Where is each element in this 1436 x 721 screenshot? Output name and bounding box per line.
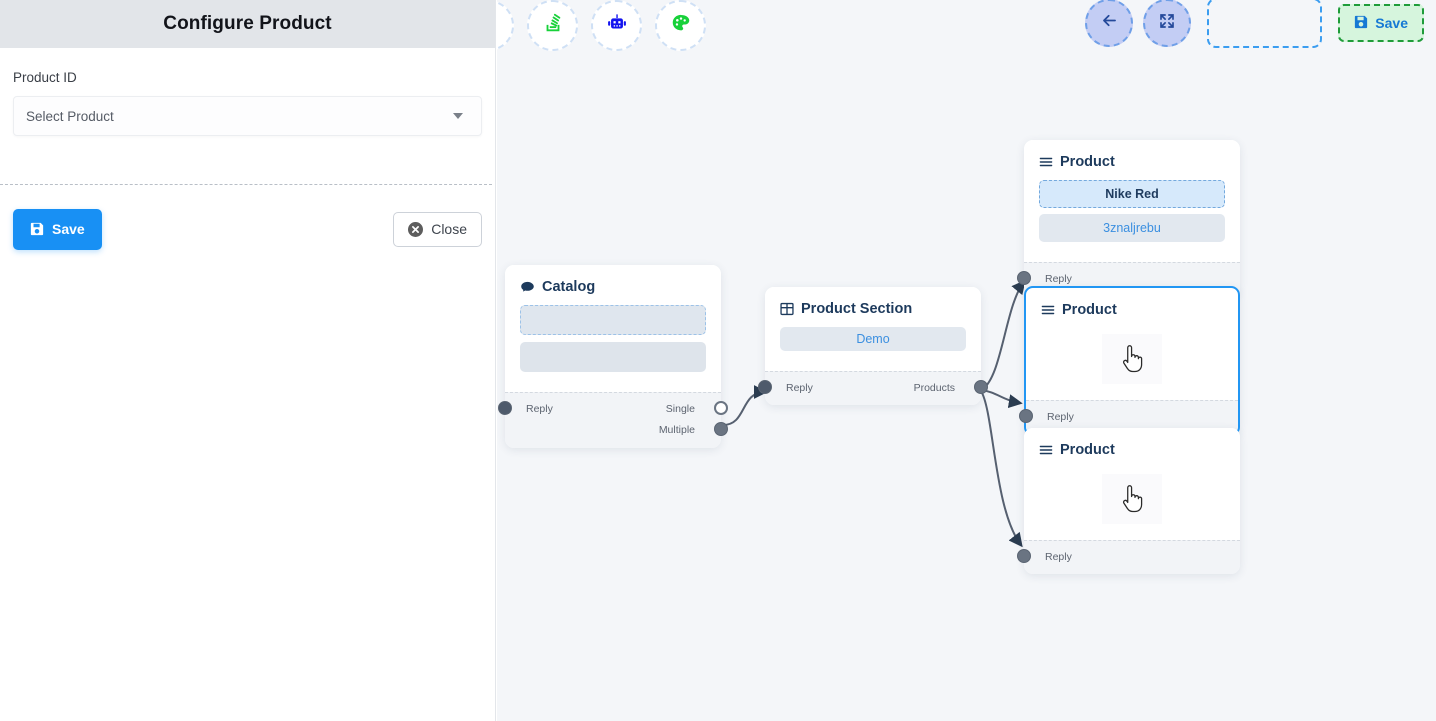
panel-actions: Save Close	[0, 199, 495, 259]
save-button-label: Save	[52, 221, 85, 237]
node-product-1-body: Nike Red 3znaljrebu	[1024, 178, 1240, 262]
stack-green-icon	[542, 12, 564, 39]
panel-header: Configure Product	[0, 0, 495, 48]
port-label-products: Products	[913, 382, 955, 394]
floppy-disk-icon	[1354, 15, 1368, 32]
comment-icon	[520, 280, 535, 295]
page-title: Configure Product	[163, 13, 332, 34]
node-product-2-header: Product	[1026, 288, 1238, 326]
port-out-single[interactable]	[714, 401, 728, 415]
list-bars-icon	[1041, 303, 1055, 317]
node-catalog-header: Catalog	[505, 265, 721, 303]
node-product-2-title: Product	[1062, 302, 1117, 318]
toolbar-partial-button[interactable]	[497, 0, 514, 51]
canvas-save-button[interactable]: Save	[1338, 4, 1424, 42]
edge-catalog-to-section	[722, 385, 768, 426]
node-product-section[interactable]: Product Section Demo Reply Products	[758, 287, 988, 405]
node-product-section-ports: Reply Products	[758, 371, 988, 405]
node-product-3-body	[1024, 466, 1240, 540]
product-id-select[interactable]: Select Product	[13, 96, 482, 136]
floppy-disk-icon	[30, 222, 44, 236]
toolbar-empty-slot[interactable]	[1207, 0, 1323, 48]
fullscreen-toggle-button[interactable]	[1143, 0, 1192, 47]
port-label-reply: Reply	[1047, 411, 1074, 423]
flow-canvas[interactable]: Save Catalog	[497, 0, 1436, 721]
toolbar-bot-button[interactable]	[591, 0, 642, 51]
product-id-select-value: Select Product	[26, 108, 114, 124]
node-product-3-header: Product	[1024, 428, 1240, 466]
node-product-1-header: Product	[1024, 140, 1240, 178]
node-product-1-title: Product	[1060, 154, 1115, 170]
canvas-save-label: Save	[1375, 15, 1408, 31]
arrow-left-icon	[1100, 11, 1119, 35]
edge-layer	[722, 279, 1026, 548]
canvas-toolbar-left	[497, 0, 706, 51]
port-label-single: Single	[665, 403, 695, 415]
edge-section-to-product-2	[980, 389, 1023, 409]
node-catalog-ports: Reply Single Multiple	[498, 392, 728, 448]
back-button[interactable]	[1085, 0, 1134, 47]
port-label-reply: Reply	[786, 382, 813, 394]
port-in-reply[interactable]	[1017, 549, 1031, 563]
toolbar-theme-button[interactable]	[655, 0, 706, 51]
node-product-section-body: Demo	[765, 325, 981, 371]
port-label-reply: Reply	[526, 403, 553, 415]
robot-blue-icon	[606, 12, 628, 39]
close-button[interactable]: Close	[393, 211, 482, 247]
edge-section-to-product-1	[980, 279, 1026, 391]
list-bars-icon	[1039, 443, 1053, 457]
port-in-reply[interactable]	[758, 380, 772, 394]
port-in-reply[interactable]	[498, 401, 512, 415]
node-product-2[interactable]: Product Reply	[1019, 286, 1240, 436]
node-catalog-title: Catalog	[542, 279, 596, 295]
node-catalog-body	[505, 303, 721, 392]
node-product-3[interactable]: Product Reply	[1017, 428, 1240, 574]
node-catalog[interactable]: Catalog Reply Single Multiple	[498, 265, 728, 448]
port-label-reply: Reply	[1045, 273, 1072, 285]
port-in-reply[interactable]	[1017, 271, 1031, 285]
port-out-products[interactable]	[974, 380, 988, 394]
node-product-3-ports: Reply	[1017, 540, 1240, 574]
product-id-label: Product ID	[13, 70, 77, 85]
hand-pointer-icon	[1102, 474, 1162, 524]
table-grid-icon	[780, 302, 794, 316]
node-product-3-title: Product	[1060, 442, 1115, 458]
node-catalog-chip-1[interactable]	[520, 305, 706, 335]
port-label-multiple: Multiple	[658, 424, 695, 436]
panel-body: Product ID Select Product	[0, 48, 495, 136]
node-product-2-body	[1026, 326, 1238, 400]
node-product-1[interactable]: Product Nike Red 3znaljrebu Reply	[1017, 140, 1240, 296]
palette-green-icon	[670, 12, 692, 39]
port-out-multiple[interactable]	[714, 422, 728, 436]
list-bars-icon	[1039, 155, 1053, 169]
compress-icon	[1158, 12, 1176, 35]
x-circle-icon	[408, 221, 424, 237]
canvas-toolbar-right: Save	[1085, 0, 1424, 48]
node-catalog-chip-2[interactable]	[520, 342, 706, 372]
save-button[interactable]: Save	[13, 208, 102, 250]
port-label-reply: Reply	[1045, 551, 1072, 563]
close-button-label: Close	[431, 221, 467, 237]
edge-section-to-product-3	[980, 390, 1023, 548]
node-product-section-header: Product Section	[765, 287, 981, 325]
toolbar-stack-button[interactable]	[527, 0, 578, 51]
node-product-1-chip-variant[interactable]: Nike Red	[1039, 180, 1225, 208]
node-product-section-chip-demo[interactable]: Demo	[780, 327, 966, 351]
hand-pointer-icon	[1102, 334, 1162, 384]
panel-divider	[0, 184, 492, 185]
configure-product-panel: Configure Product Product ID Select Prod…	[0, 0, 496, 721]
node-product-1-chip-label[interactable]: 3znaljrebu	[1039, 214, 1225, 242]
node-product-section-title: Product Section	[801, 301, 913, 317]
port-in-reply[interactable]	[1019, 409, 1033, 423]
chevron-down-icon	[453, 113, 463, 119]
